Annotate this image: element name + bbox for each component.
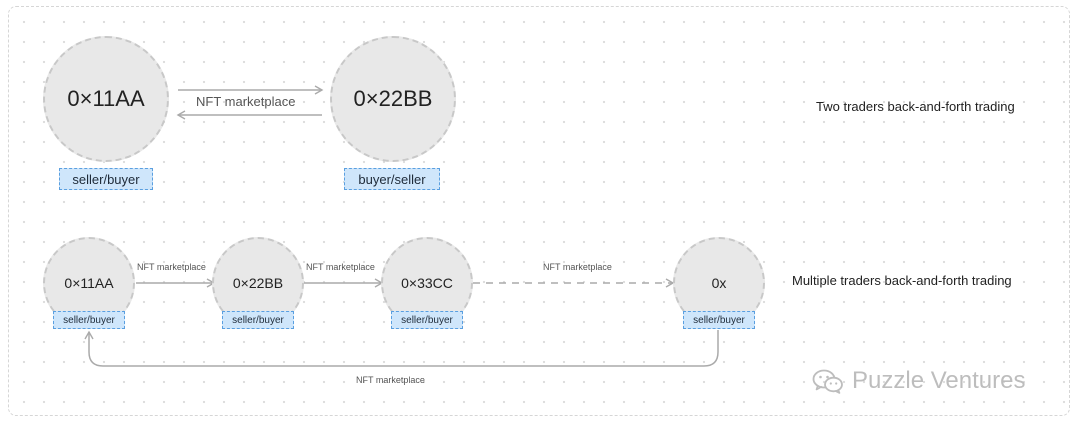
caption-two-traders: Two traders back-and-forth trading xyxy=(816,99,1015,114)
role-tag-label: seller/buyer xyxy=(72,171,140,187)
wechat-icon xyxy=(812,369,843,394)
canvas-frame xyxy=(8,6,1070,416)
role-tag-3: seller/buyer xyxy=(391,311,463,329)
role-tag-seller-buyer: seller/buyer xyxy=(59,168,153,190)
role-tag-buyer-seller: buyer/seller xyxy=(344,168,440,190)
node-label: 0×11AA xyxy=(67,86,145,111)
role-tag-4: seller/buyer xyxy=(683,311,755,329)
arrow-4-to-1 xyxy=(84,330,719,367)
node-label: 0×33CC xyxy=(401,275,453,291)
role-tag-2: seller/buyer xyxy=(222,311,294,329)
edge-label-1: NFT marketplace xyxy=(137,262,206,272)
node-label: 0×11AA xyxy=(64,275,114,291)
node-label: 0x xyxy=(711,275,727,291)
edge-label-return: NFT marketplace xyxy=(356,375,425,385)
node-label: 0×22BB xyxy=(232,275,284,291)
edge-label-3: NFT marketplace xyxy=(543,262,612,272)
role-tag-label: seller/buyer xyxy=(232,314,284,326)
role-tag-label: seller/buyer xyxy=(693,314,745,326)
caption-multiple-traders: Multiple traders back-and-forth trading xyxy=(792,273,1012,288)
edge-label-2: NFT marketplace xyxy=(306,262,375,272)
role-tag-label: seller/buyer xyxy=(63,314,115,326)
node-label: 0×22BB xyxy=(353,86,433,111)
watermark: Puzzle Ventures xyxy=(812,364,1025,398)
role-tag-label: buyer/seller xyxy=(358,171,426,187)
role-tag-1: seller/buyer xyxy=(53,311,125,329)
watermark-text: Puzzle Ventures xyxy=(852,367,1026,394)
role-tag-label: seller/buyer xyxy=(401,314,453,326)
trader-node-0x22bb: 0×22BB xyxy=(330,36,456,162)
edge-label-nft-marketplace: NFT marketplace xyxy=(196,94,296,109)
trader-node-0x11aa: 0×11AA xyxy=(43,36,169,162)
